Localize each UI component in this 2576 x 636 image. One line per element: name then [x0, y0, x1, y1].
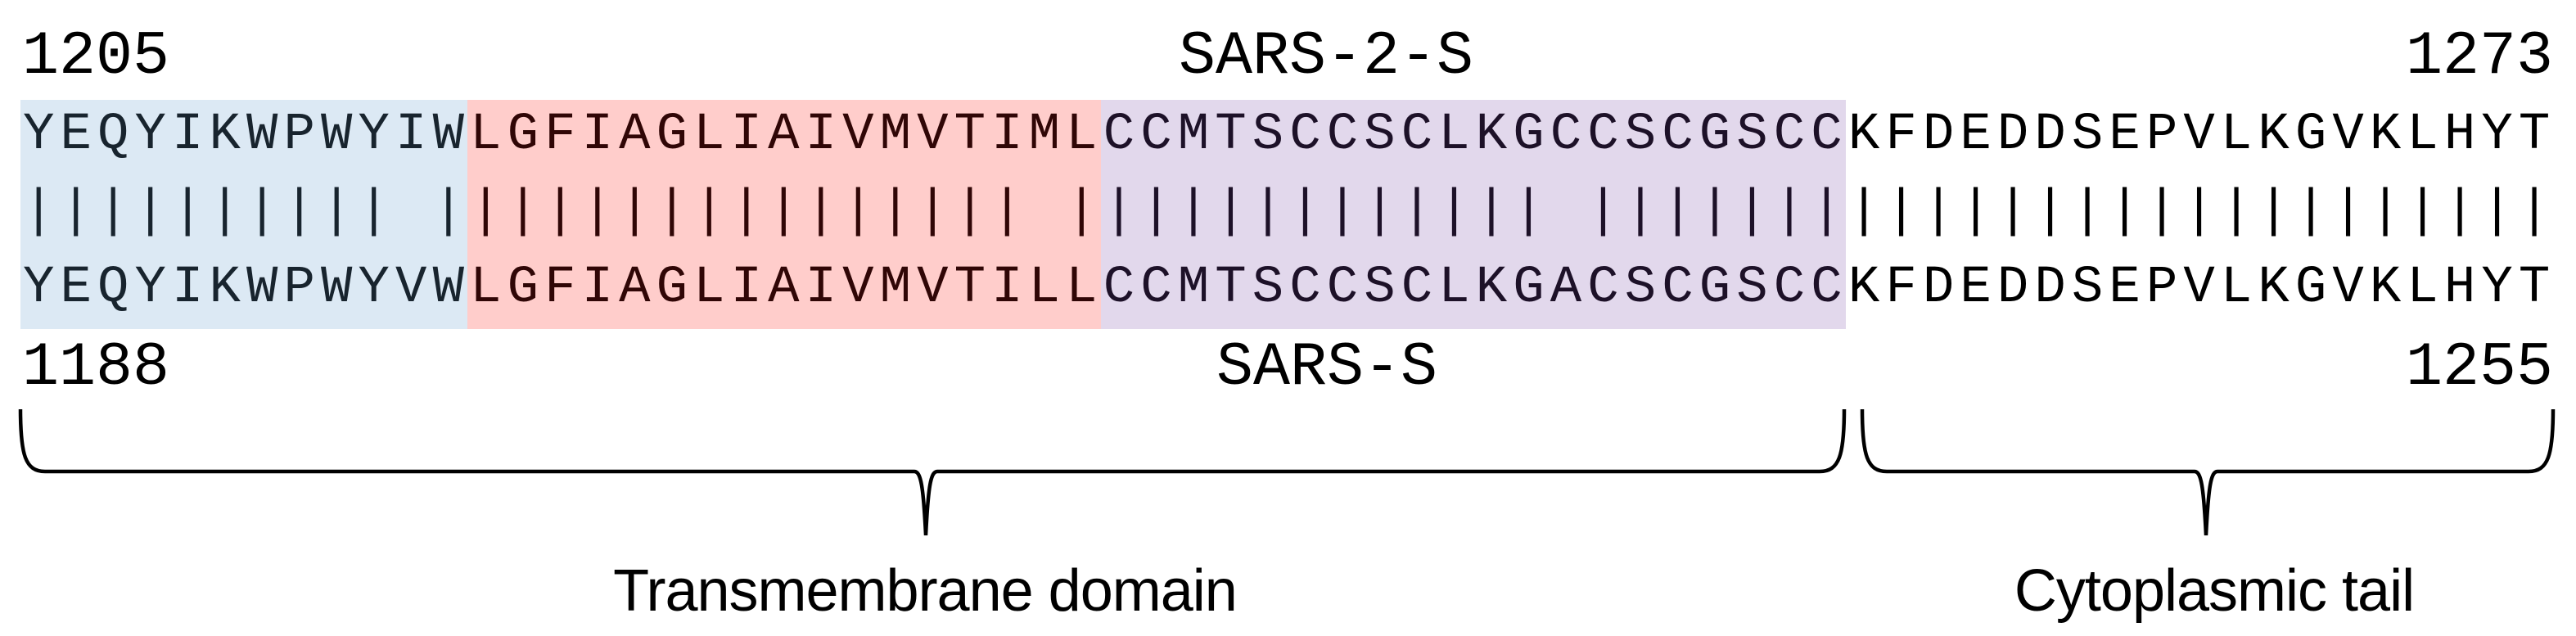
sars2-start-residue: 1205 [22, 22, 170, 92]
sars2-label: SARS-2-S [1178, 22, 1474, 92]
cytoplasmic-match-segment: ||||||||||||||||||| [1847, 183, 2556, 241]
cytoplasmic-tail-label: Cytoplasmic tail [2014, 558, 2415, 624]
pre-transmembrane-bottom-segment: YEQYIKWPWYVW [23, 259, 471, 318]
cysteine-rich-highlight-band [1100, 100, 1846, 329]
cytoplasmic-top-segment: KFDEDDSEPVLKGVKLHYT [1847, 106, 2556, 165]
pre-transmembrane-highlight-band [20, 100, 467, 329]
sars2-end-residue: 1273 [2405, 22, 2553, 92]
cytoplasmic-bottom-segment: KFDEDDSEPVLKGVKLHYT [1847, 259, 2556, 318]
transmembrane-domain-label: Transmembrane domain [613, 558, 1238, 624]
sequence-row-sars2: YEQYIKWPWYIWLGFIAGLIAIVMVTIMLCCMTSCCSCLK… [23, 109, 2556, 161]
sars-label: SARS-S [1216, 333, 1438, 403]
transmembrane-brace [18, 408, 1847, 536]
transmembrane-top-segment: LGFIAGLIAIVMVTIML [470, 106, 1103, 165]
pre-transmembrane-match-segment: |||||||||| | [23, 183, 471, 241]
sars-end-residue: 1255 [2405, 333, 2553, 403]
cytoplasmic-brace [1860, 408, 2556, 536]
cysteine-rich-top-segment: CCMTSCCSCLKGCCSCGSCC [1103, 106, 1848, 165]
transmembrane-bottom-segment: LGFIAGLIAIVMVTILL [470, 259, 1103, 318]
transmembrane-highlight-band [467, 100, 1101, 329]
pre-transmembrane-top-segment: YEQYIKWPWYIW [23, 106, 471, 165]
cysteine-rich-bottom-segment: CCMTSCCSCLKGACSCGSCC [1103, 259, 1848, 318]
sequence-row-sars: YEQYIKWPWYVWLGFIAGLIAIVMVTILLCCMTSCCSCLK… [23, 262, 2556, 314]
cysteine-rich-match-segment: |||||||||||| ||||||| [1103, 183, 1848, 241]
sars-start-residue: 1188 [22, 333, 170, 403]
match-pipe-row: |||||||||| |||||||||||||||| ||||||||||||… [23, 186, 2556, 238]
transmembrane-match-segment: ||||||||||||||| | [470, 183, 1103, 241]
